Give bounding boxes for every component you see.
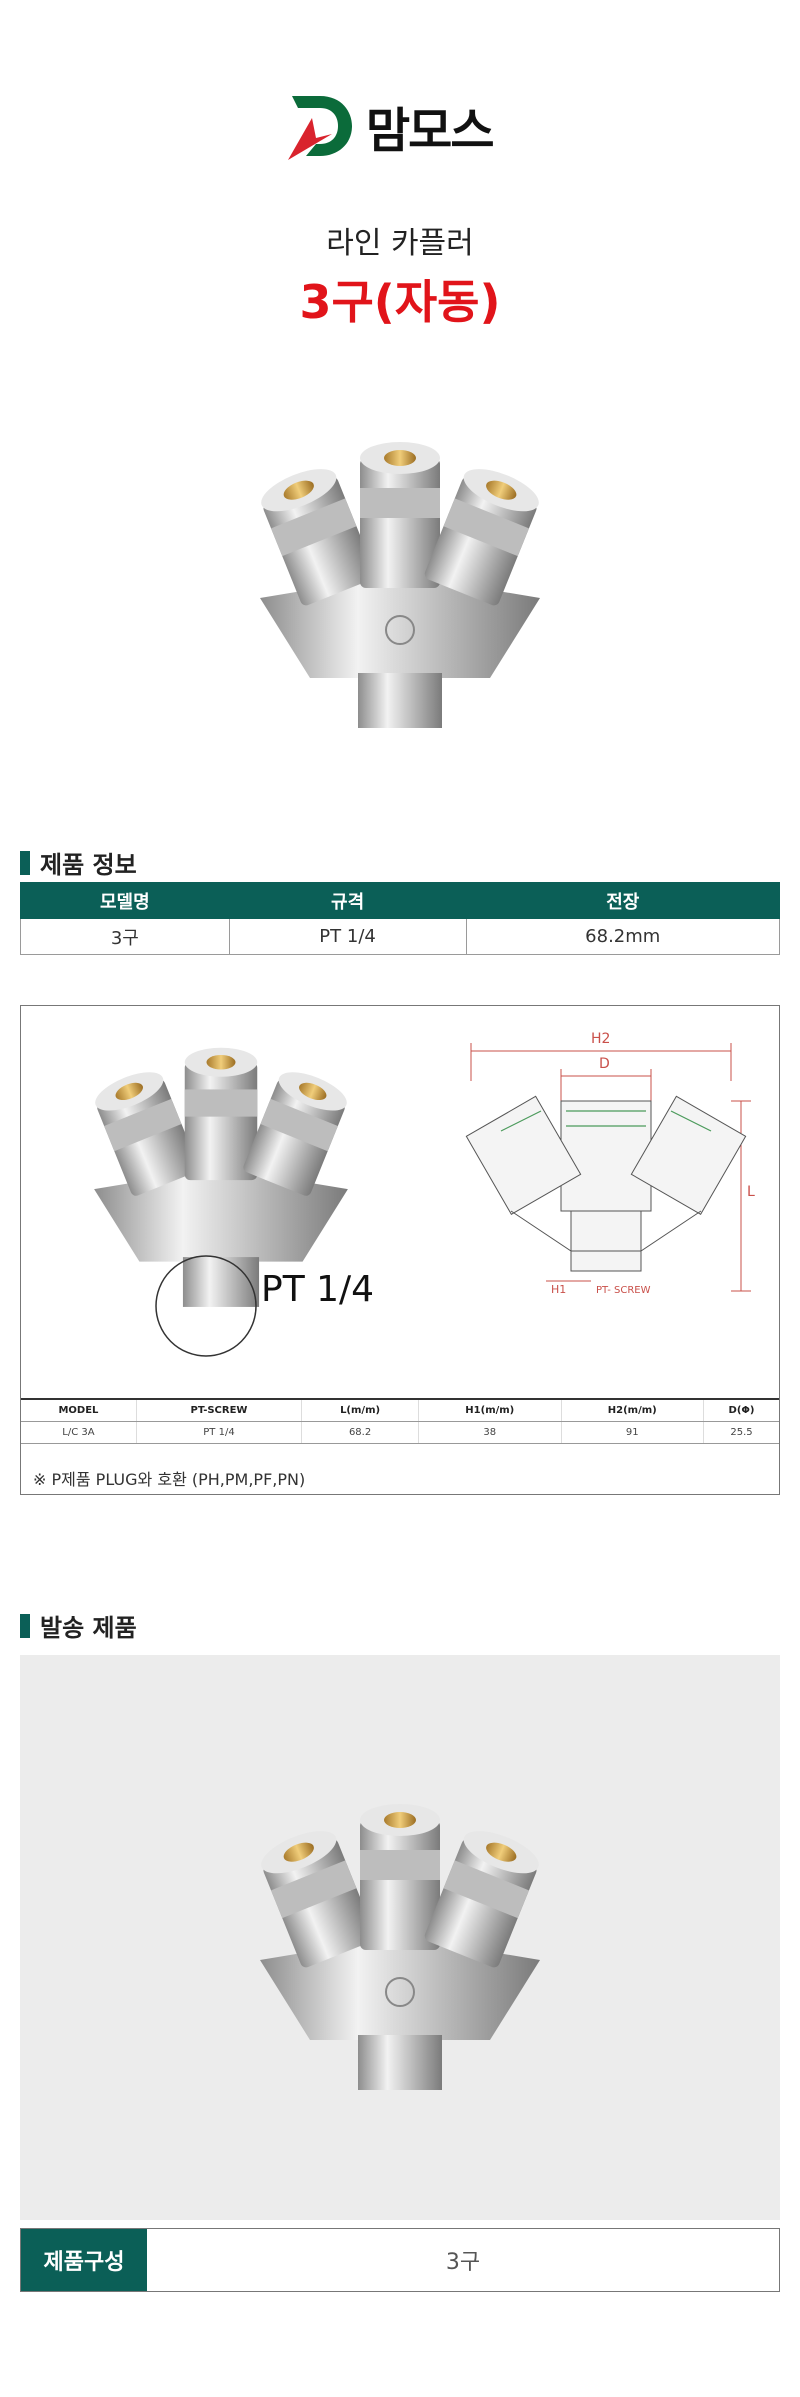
section-heading-shipping: 발송 제품 <box>20 1608 137 1643</box>
info-cell-model: 3구 <box>20 918 230 955</box>
spec-cell-h1: 38 <box>418 1421 562 1444</box>
drawing-label-d: D <box>599 1056 610 1072</box>
info-header-spec: 규격 <box>228 882 467 919</box>
product-image <box>260 442 540 728</box>
section-heading-info: 제품 정보 <box>20 845 137 880</box>
spec-product-image <box>94 1047 348 1307</box>
thread-callout-circle <box>155 1255 257 1357</box>
shipping-product-photo <box>20 1655 780 2220</box>
spec-cell-model: L/C 3A <box>21 1421 137 1444</box>
info-header-length: 전장 <box>465 882 781 919</box>
spec-cell-screw: PT 1/4 <box>135 1421 302 1444</box>
composition-row: 제품구성 3구 <box>20 2228 780 2292</box>
spec-cell-h2: 91 <box>560 1421 704 1444</box>
composition-value: 3구 <box>445 2250 481 2275</box>
spec-cell-d: 25.5 <box>703 1421 779 1444</box>
spec-table: MODEL PT-SCREW L(m/m) H1(m/m) H2(m/m) D(… <box>21 1398 779 1444</box>
spec-header-screw: PT-SCREW <box>135 1398 302 1422</box>
info-cell-spec: PT 1/4 <box>228 918 467 955</box>
section-label: 발송 제품 <box>40 1614 137 1642</box>
info-header-model: 모델명 <box>20 882 230 919</box>
spec-header-h2: H2(m/m) <box>560 1398 704 1422</box>
product-subtitle: 라인 카플러 <box>326 226 474 261</box>
brand-name: 맘모스 <box>366 103 494 159</box>
product-info-table: 모델명 규격 전장 3구 PT 1/4 68.2mm <box>20 882 781 955</box>
spec-header-model: MODEL <box>21 1398 137 1422</box>
compatibility-note: ※ P제품 PLUG와 호환 (PH,PM,PF,PN) <box>33 1470 306 1489</box>
spec-header-l: L(m/m) <box>301 1398 419 1422</box>
spec-drawing-box: PT 1/4 H2 D L <box>20 1005 780 1495</box>
section-bar <box>20 850 30 875</box>
spec-header-h1: H1(m/m) <box>418 1398 562 1422</box>
brand-logo: 맘모스 <box>282 86 532 166</box>
spec-header-d: D(Φ) <box>703 1398 779 1422</box>
shipping-product-image <box>260 1804 540 2090</box>
thread-size-label: PT 1/4 <box>261 1269 375 1310</box>
technical-drawing: H2 D L H1 PT- SCREW <box>465 1031 755 1296</box>
info-cell-length: 68.2mm <box>465 918 781 955</box>
drawing-label-l: L <box>747 1184 755 1200</box>
product-title: 3구(자동) <box>299 275 501 329</box>
drawing-label-h2: H2 <box>591 1031 610 1047</box>
composition-label: 제품구성 <box>21 2229 147 2291</box>
drawing-label-h1: H1 <box>551 1283 566 1296</box>
section-label: 제품 정보 <box>40 851 137 879</box>
spec-cell-l: 68.2 <box>301 1421 419 1444</box>
drawing-label-screw: PT- SCREW <box>596 1285 651 1296</box>
logo-mark-icon <box>288 96 352 160</box>
section-bar <box>20 1613 30 1638</box>
